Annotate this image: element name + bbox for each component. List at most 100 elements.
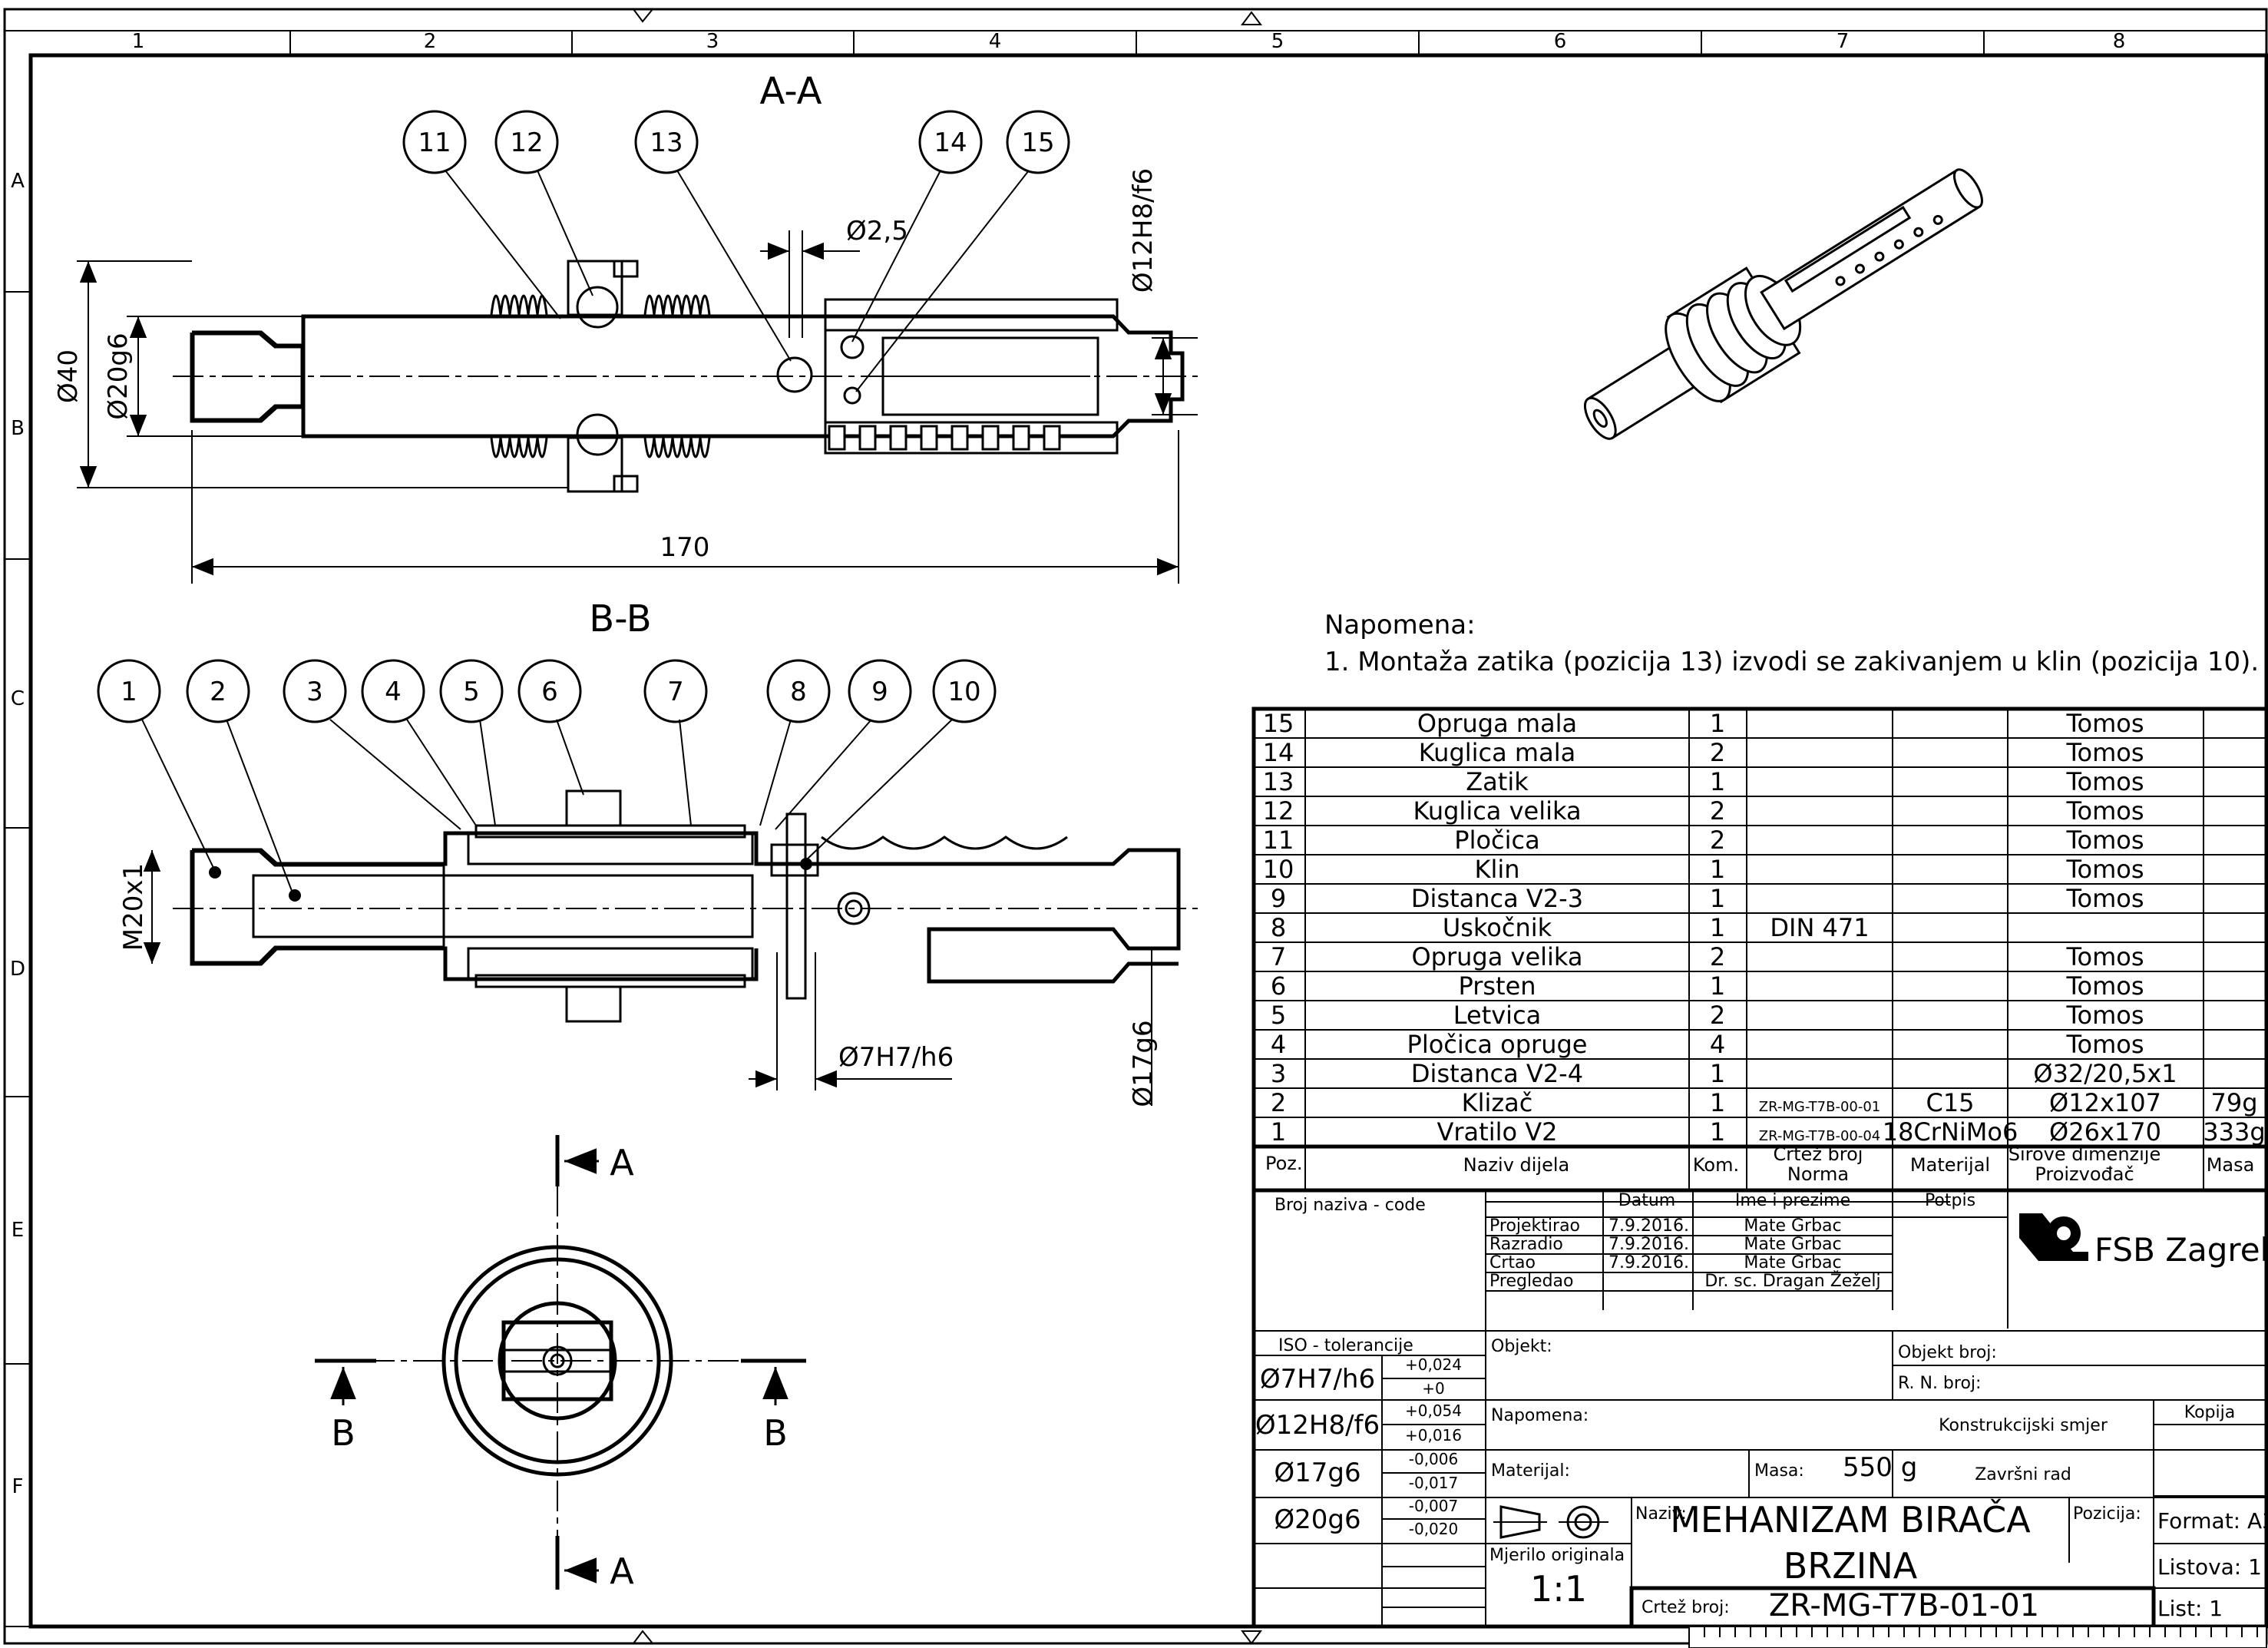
iso-lower: +0,016	[1405, 1426, 1462, 1444]
parts-cell-materijal: 18CrNiMo6	[1883, 1117, 2018, 1147]
company-name: FSB Zagreb	[2094, 1231, 2268, 1269]
parts-cell-naziv: Vratilo V2	[1437, 1117, 1558, 1147]
iso-fit: Ø7H7/h6	[1260, 1364, 1375, 1395]
parts-cell-sirove: Tomos	[2065, 884, 2144, 913]
parts-cell-kom: 2	[1710, 796, 1725, 826]
parts-cell-kom: 2	[1710, 826, 1725, 855]
konstrukcijski-smjer: Konstrukcijski smjer	[1939, 1416, 2108, 1435]
dim-pin-diameter: Ø2,5	[846, 216, 908, 247]
dim-end-diameter: Ø17g6	[1128, 1020, 1159, 1107]
parts-cell-kom: 1	[1710, 1117, 1725, 1147]
iso-lower: +0	[1422, 1379, 1444, 1398]
parts-cell-naziv: Prsten	[1458, 971, 1536, 1001]
parts-cell-naziv: Opruga mala	[1417, 709, 1577, 738]
parts-cell-naziv: Klin	[1474, 855, 1519, 884]
note-text: 1. Montaža zatika (pozicija 13) izvodi s…	[1324, 647, 2259, 677]
iso-lower: -0,017	[1409, 1474, 1458, 1492]
iso-fit: Ø12H8/f6	[1255, 1410, 1380, 1441]
parts-cell-naziv: Pločica	[1454, 826, 1539, 855]
balloon-label: 5	[463, 677, 480, 707]
parts-cell-poz: 4	[1271, 1030, 1286, 1059]
parts-cell-poz: 9	[1271, 884, 1286, 913]
parts-cell-poz: 3	[1271, 1059, 1286, 1088]
balloon-label: 8	[790, 677, 807, 707]
parts-cell-poz: 13	[1263, 767, 1294, 796]
role-name: Mate Grbac	[1744, 1253, 1841, 1272]
role-name: Dr. sc. Dragan Žeželj	[1704, 1271, 1880, 1291]
balloon-label: 3	[306, 677, 323, 707]
masa-value: 550 g	[1843, 1452, 1917, 1483]
row-labels: A B C D E F	[10, 170, 25, 1498]
row-label: E	[12, 1219, 24, 1242]
balloon-label: 10	[947, 677, 980, 707]
section-mark: A	[610, 1142, 634, 1183]
parts-cell-naziv: Letvica	[1453, 1001, 1542, 1030]
parts-cell-kom: 4	[1710, 1030, 1725, 1059]
parts-cell-sirove: Ø12x107	[2049, 1088, 2161, 1117]
balloon-label: 13	[650, 127, 683, 158]
parts-cell-sirove: Tomos	[2065, 971, 2144, 1001]
note-heading: Napomena:	[1324, 610, 1476, 640]
balloon-label: 7	[667, 677, 684, 707]
balloon-label: 4	[385, 677, 402, 707]
header-poz: Poz.	[1265, 1153, 1303, 1174]
parts-cell-kom: 2	[1710, 738, 1725, 767]
mjerilo-label: Mjerilo originala	[1489, 1546, 1625, 1565]
parts-cell-sirove: Ø32/20,5x1	[2033, 1059, 2177, 1088]
balloon-label: 15	[1021, 127, 1054, 158]
header-kom: Kom.	[1693, 1154, 1739, 1176]
parts-cell-naziv: Klizač	[1462, 1088, 1533, 1117]
parts-cell-naziv: Opruga velika	[1411, 942, 1582, 971]
isometric-view	[1583, 168, 1983, 440]
objekt-label: Objekt:	[1491, 1337, 1552, 1356]
column-label: 5	[1271, 30, 1284, 53]
row-label: F	[12, 1475, 24, 1498]
dim-hole-fit: Ø7H7/h6	[838, 1042, 954, 1073]
listova-label: Listova: 1	[2157, 1554, 2262, 1580]
parts-cell-naziv: Pločica opruge	[1407, 1030, 1588, 1059]
parts-cell-sirove: Tomos	[2065, 738, 2144, 767]
scale-value: 1:1	[1530, 1568, 1587, 1610]
role-name: Mate Grbac	[1744, 1216, 1841, 1236]
parts-cell-kom: 1	[1710, 884, 1725, 913]
iso-header: ISO - tolerancije	[1278, 1336, 1413, 1355]
broj-naziva-label: Broj naziva - code	[1275, 1196, 1426, 1215]
parts-cell-poz: 2	[1271, 1088, 1286, 1117]
parts-cell-kom: 1	[1710, 971, 1725, 1001]
parts-cell-sirove: Tomos	[2065, 855, 2144, 884]
section-aa-view: A-A	[53, 70, 1198, 584]
column-label: 8	[2113, 30, 2126, 53]
row-label: B	[11, 417, 25, 440]
dim-shaft-fit: Ø12H8/f6	[1128, 168, 1159, 293]
role-label: Pregledao	[1489, 1272, 1574, 1291]
parts-cell-naziv: Distanca V2-4	[1411, 1059, 1583, 1088]
parts-cell-kom: 2	[1710, 942, 1725, 971]
parts-cell-sirove: Tomos	[2065, 767, 2144, 796]
role-name: Mate Grbac	[1744, 1235, 1841, 1254]
parts-cell-crtez: DIN 471	[1770, 913, 1869, 942]
rn-broj-label: R. N. broj:	[1898, 1374, 1981, 1393]
naziv-label: Naziv:	[1635, 1504, 1687, 1524]
parts-cell-poz: 7	[1271, 942, 1286, 971]
parts-cell-sirove: Tomos	[2065, 826, 2144, 855]
iso-fit: Ø17g6	[1274, 1458, 1360, 1488]
parts-cell-sirove: Tomos	[2065, 796, 2144, 826]
objekt-broj-label: Objekt broj:	[1898, 1343, 1997, 1362]
parts-cell-poz: 1	[1271, 1117, 1286, 1147]
row-label: A	[11, 170, 25, 193]
parts-cell-kom: 2	[1710, 1001, 1725, 1030]
parts-cell-crtez: ZR-MG-T7B-00-04	[1759, 1128, 1881, 1144]
column-labels: 1 2 3 4 5 6 7 8	[132, 30, 2126, 53]
parts-cell-kom: 1	[1710, 1059, 1725, 1088]
row-label: D	[10, 958, 25, 981]
parts-cell-poz: 12	[1263, 796, 1294, 826]
parts-cell-crtez: ZR-MG-T7B-00-01	[1759, 1099, 1881, 1115]
projection-symbol-icon	[1493, 1505, 1608, 1539]
view-title: A-A	[760, 70, 822, 113]
row-label: C	[11, 687, 25, 710]
dim-outer-diameter: Ø40	[53, 349, 84, 403]
parts-cell-masa: 79g	[2210, 1088, 2257, 1117]
parts-cell-naziv: Kuglica velika	[1413, 796, 1581, 826]
role-label: Razradio	[1489, 1235, 1563, 1254]
role-label: Crtao	[1489, 1253, 1536, 1272]
